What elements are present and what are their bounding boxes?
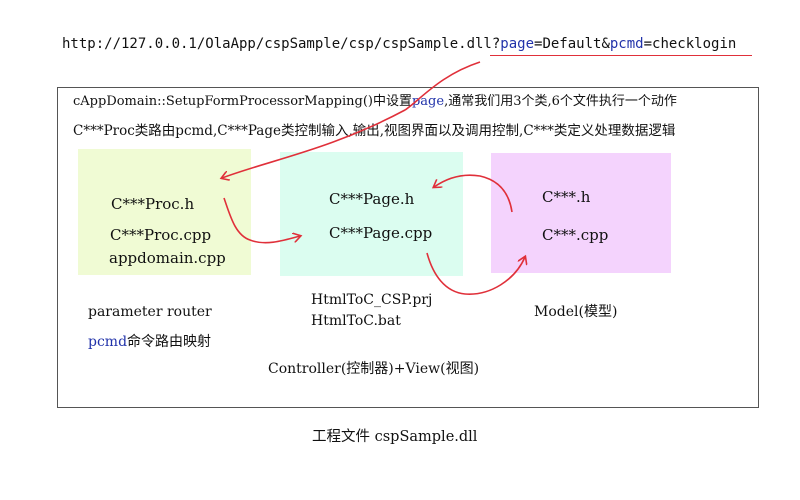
description-line-1-suffix: ,通常我们用3个类,6个文件执行一个动作 [444, 94, 677, 109]
request-url: http://127.0.0.1/OlaApp/cspSample/csp/cs… [62, 34, 736, 54]
arrow-model-to-page [434, 174, 513, 213]
controller-view-caption: Controller(控制器)+View(视图) [268, 361, 480, 377]
model-caption: Model(模型) [534, 304, 618, 320]
page-box [280, 152, 463, 276]
description-line-1-prefix: cAppDomain::SetupFormProcessorMapping()中… [73, 94, 412, 109]
arrow-proc-to-page [223, 197, 300, 244]
url-page-value: =Default& [534, 36, 610, 52]
page-source-file: C***Page.cpp [329, 224, 433, 242]
project-file-footer: 工程文件 cspSample.dll [312, 429, 478, 445]
pcmd-caption: pcmd命令路由映射 [88, 333, 211, 351]
project-frame [57, 87, 759, 408]
proc-box [78, 149, 251, 275]
url-prefix: http://127.0.0.1/OlaApp/cspSample/csp/cs… [62, 36, 501, 52]
url-pcmd-value: =checklogin [643, 36, 737, 52]
arrow-page-to-model [426, 252, 525, 295]
pcmd-caption-text: 命令路由映射 [127, 334, 212, 350]
model-box [491, 153, 671, 273]
url-query-underline [490, 55, 752, 56]
pcmd-caption-keyword: pcmd [88, 334, 128, 350]
model-source-file: C***.cpp [542, 226, 609, 244]
page-header-file: C***Page.h [329, 190, 415, 208]
bat-file-caption: HtmlToC.bat [311, 313, 401, 329]
model-header-file: C***.h [542, 188, 591, 206]
arrow-url-to-proc [222, 61, 481, 178]
description-line-1: cAppDomain::SetupFormProcessorMapping()中… [73, 93, 677, 111]
url-page-key: page [500, 36, 535, 52]
appdomain-file: appdomain.cpp [109, 249, 226, 267]
prj-file-caption: HtmlToC_CSP.prj [311, 292, 433, 308]
proc-source-file: C***Proc.cpp [110, 226, 212, 244]
proc-header-file: C***Proc.h [111, 195, 195, 213]
router-caption: parameter router [88, 304, 212, 320]
url-pcmd-key: pcmd [609, 36, 644, 52]
description-line-2: C***Proc类路由pcmd,C***Page类控制输入,输出,视图界面以及调… [73, 123, 676, 139]
